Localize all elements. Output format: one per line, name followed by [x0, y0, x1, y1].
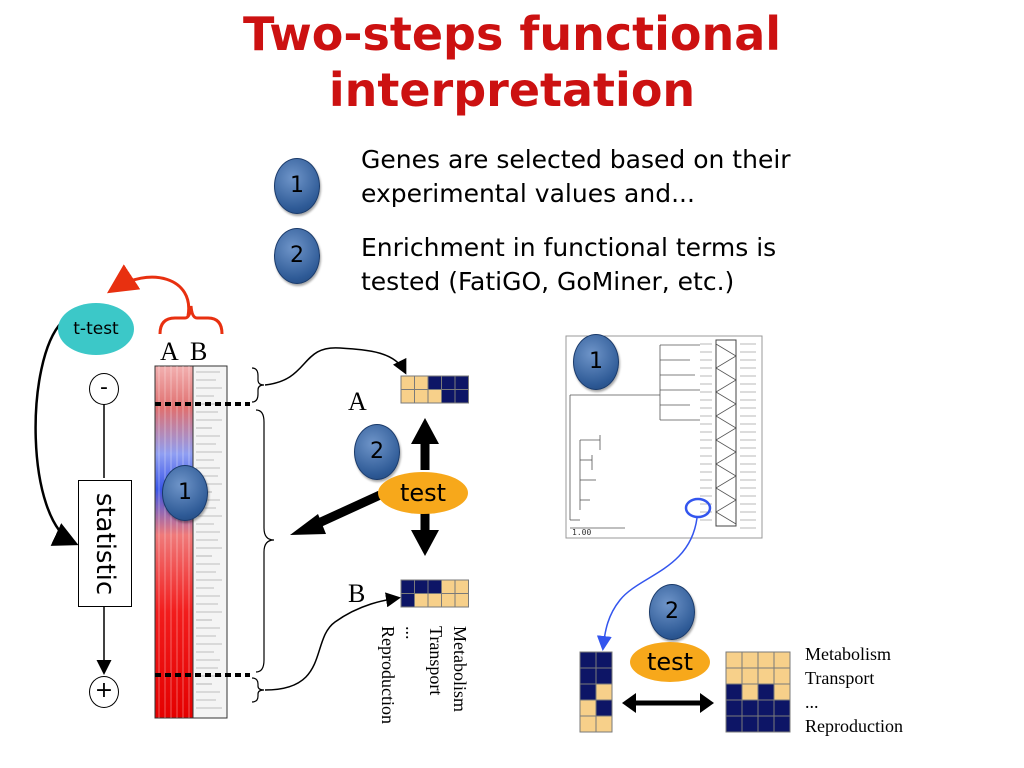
left-terms-vertical: Metabolism Transport ... Reproduction	[376, 626, 472, 762]
step-2-text: Enrichment in functional terms is tested…	[361, 231, 881, 299]
right-terms-list: Metabolism Transport ... Reproduction	[805, 642, 903, 738]
left-test-pill: test	[378, 472, 468, 514]
gene-name-column	[192, 365, 228, 719]
step-1-text: Genes are selected based on their experi…	[361, 143, 881, 211]
heatmap	[154, 365, 194, 719]
ttest-to-statistic-arrow	[34, 321, 79, 546]
step-1-line-2: experimental values and...	[361, 179, 695, 208]
title-line-2: interpretation	[328, 63, 696, 117]
step-1-line-1: Genes are selected based on their	[361, 145, 791, 174]
red-arrow	[106, 264, 191, 317]
left-step-2-badge: 2	[354, 424, 400, 480]
column-b-label: B	[190, 337, 208, 366]
group-b-label: B	[348, 579, 366, 608]
right-term-1: Metabolism	[805, 644, 891, 664]
dendrogram-tree	[569, 344, 700, 529]
right-term-2: Transport	[805, 668, 875, 688]
dendrogram-labels	[700, 343, 712, 521]
dendrogram-ids	[740, 343, 756, 529]
arrow-to-grid-b	[264, 592, 401, 691]
arrow-down-head	[411, 530, 439, 556]
group-a-label: A	[348, 387, 367, 416]
arrow-left-head	[290, 514, 326, 535]
bottom-brace	[251, 677, 265, 703]
right-term-4: Reproduction	[805, 716, 903, 736]
step-2-line-1: Enrichment in functional terms is	[361, 233, 777, 262]
heatmap-texture	[158, 366, 190, 718]
left-term-4: Reproduction	[378, 626, 398, 724]
arrow-left-shaft	[308, 490, 382, 532]
dendrogram-scale: 1.00	[572, 528, 591, 537]
right-term-3: ...	[805, 692, 819, 712]
step-2-line-2: tested (FatiGO, GoMiner, etc.)	[361, 267, 735, 296]
top-brace	[251, 367, 265, 403]
highlight-circle	[684, 497, 712, 519]
left-term-2: Transport	[426, 626, 446, 696]
dendrogram-bracket-column	[715, 339, 737, 527]
dendrogram-bracket-zigzag	[715, 343, 737, 525]
right-term-grid	[725, 651, 791, 733]
right-test-pill: test	[630, 642, 710, 682]
step-1-badge: 1	[274, 158, 320, 214]
right-step-2-badge: 2	[649, 584, 695, 640]
red-brace	[158, 305, 224, 335]
blue-arrow	[596, 517, 698, 651]
left-term-3: ...	[402, 626, 422, 640]
double-arrow-left-head	[622, 693, 636, 713]
minus-node: -	[89, 373, 119, 405]
statistic-box: statistic	[78, 480, 132, 607]
column-a-label: A	[160, 337, 179, 366]
arrow-up-head	[411, 418, 439, 444]
double-arrow-right-head	[700, 693, 714, 713]
left-step-1-badge: 1	[162, 465, 208, 521]
left-term-1: Metabolism	[450, 626, 470, 712]
grid-a	[400, 375, 469, 404]
right-gene-grid	[579, 651, 613, 733]
arrow-to-grid-a	[264, 347, 407, 386]
statistic-label: statistic	[90, 492, 120, 595]
middle-brace	[255, 409, 275, 673]
right-step-1-badge: 1	[573, 334, 619, 390]
gene-name-lines	[196, 371, 222, 709]
plus-node: +	[89, 676, 119, 708]
title-line-1: Two-steps functional	[242, 7, 782, 61]
grid-b	[400, 579, 469, 608]
slide-title: Two-steps functional interpretation	[0, 6, 1024, 118]
step-2-badge: 2	[274, 228, 320, 284]
ttest-node: t-test	[58, 303, 134, 355]
